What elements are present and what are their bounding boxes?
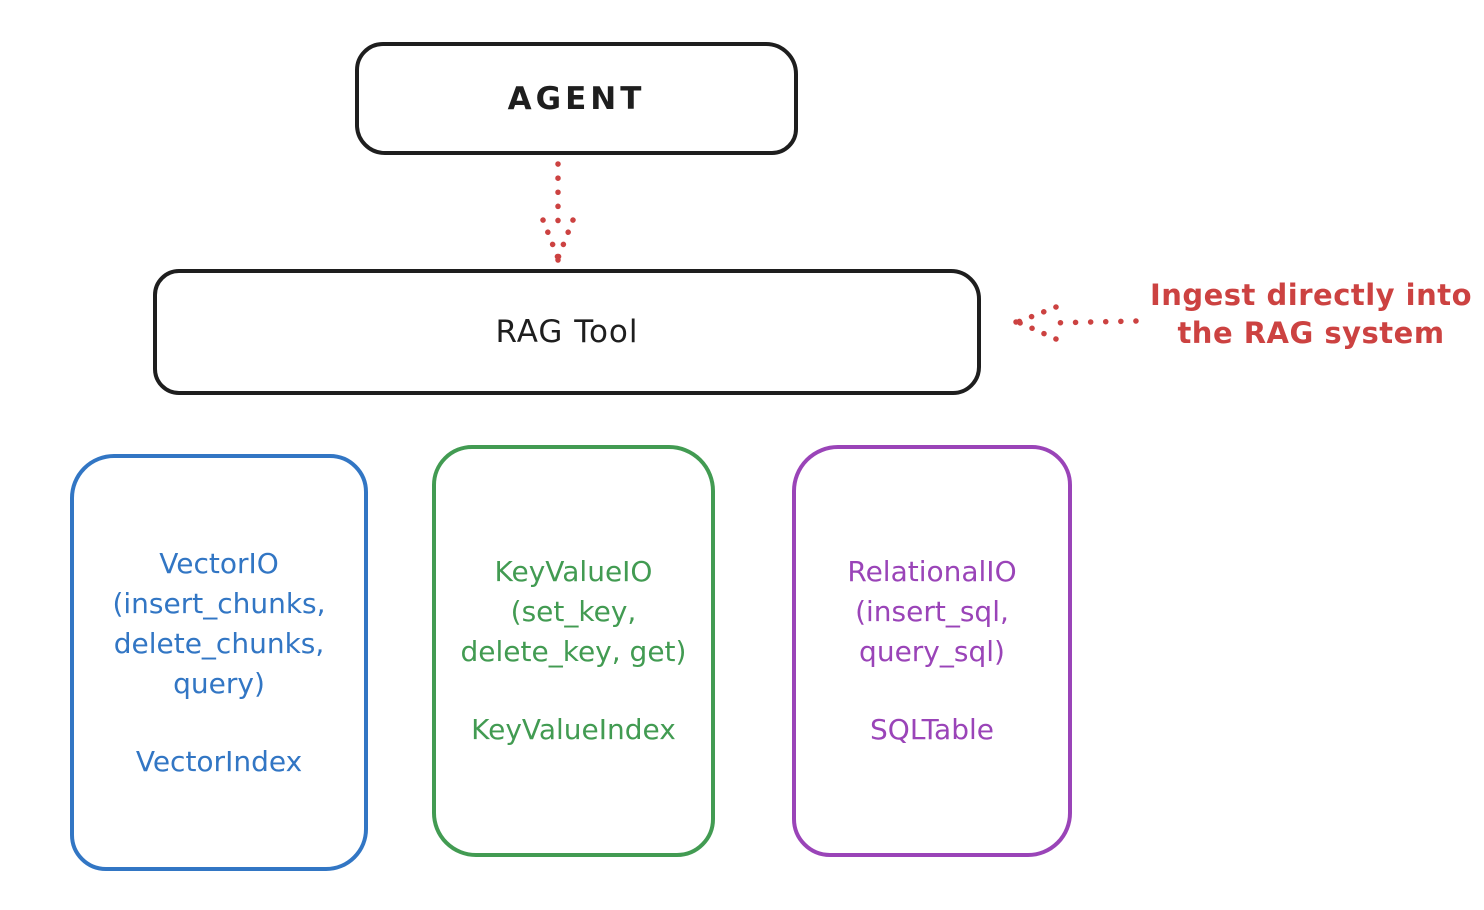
- dotted-arrow-down-icon: [540, 161, 576, 263]
- agent-label: AGENT: [507, 80, 646, 117]
- vector-io-line: (insert_chunks,: [112, 586, 326, 620]
- ingest-annotation: Ingest directly into the RAG system: [1138, 276, 1484, 352]
- keyvalue-index-label: KeyValueIndex: [471, 713, 676, 746]
- agent-box: AGENT: [355, 42, 798, 155]
- rag-tool-label: RAG Tool: [495, 314, 639, 350]
- rag-tool-box: RAG Tool: [153, 269, 981, 395]
- ingest-annotation-line2: the RAG system: [1177, 316, 1445, 350]
- keyvalue-io-line: delete_key, get): [460, 635, 687, 668]
- relational-io-line: RelationalIO: [847, 555, 1017, 588]
- relational-io-line: query_sql): [859, 635, 1005, 668]
- dotted-arrow-left-icon: [1013, 304, 1139, 342]
- vector-io-line: delete_chunks,: [113, 626, 325, 660]
- sql-table-label: SQLTable: [870, 713, 994, 746]
- relational-io-line: (insert_sql,: [855, 595, 1009, 628]
- vector-io-line: query): [173, 666, 265, 700]
- keyvalue-io-line: (set_key,: [510, 595, 637, 628]
- vector-io-line: VectorIO: [159, 546, 279, 580]
- keyvalue-io-line: KeyValueIO: [494, 555, 653, 588]
- relational-io-box: RelationalIO (insert_sql, query_sql) SQL…: [792, 445, 1072, 857]
- ingest-annotation-line1: Ingest directly into: [1149, 278, 1473, 312]
- keyvalue-io-box: KeyValueIO (set_key, delete_key, get) Ke…: [432, 445, 715, 857]
- vector-index-label: VectorIndex: [135, 744, 303, 778]
- vector-io-box: VectorIO (insert_chunks, delete_chunks, …: [70, 454, 368, 871]
